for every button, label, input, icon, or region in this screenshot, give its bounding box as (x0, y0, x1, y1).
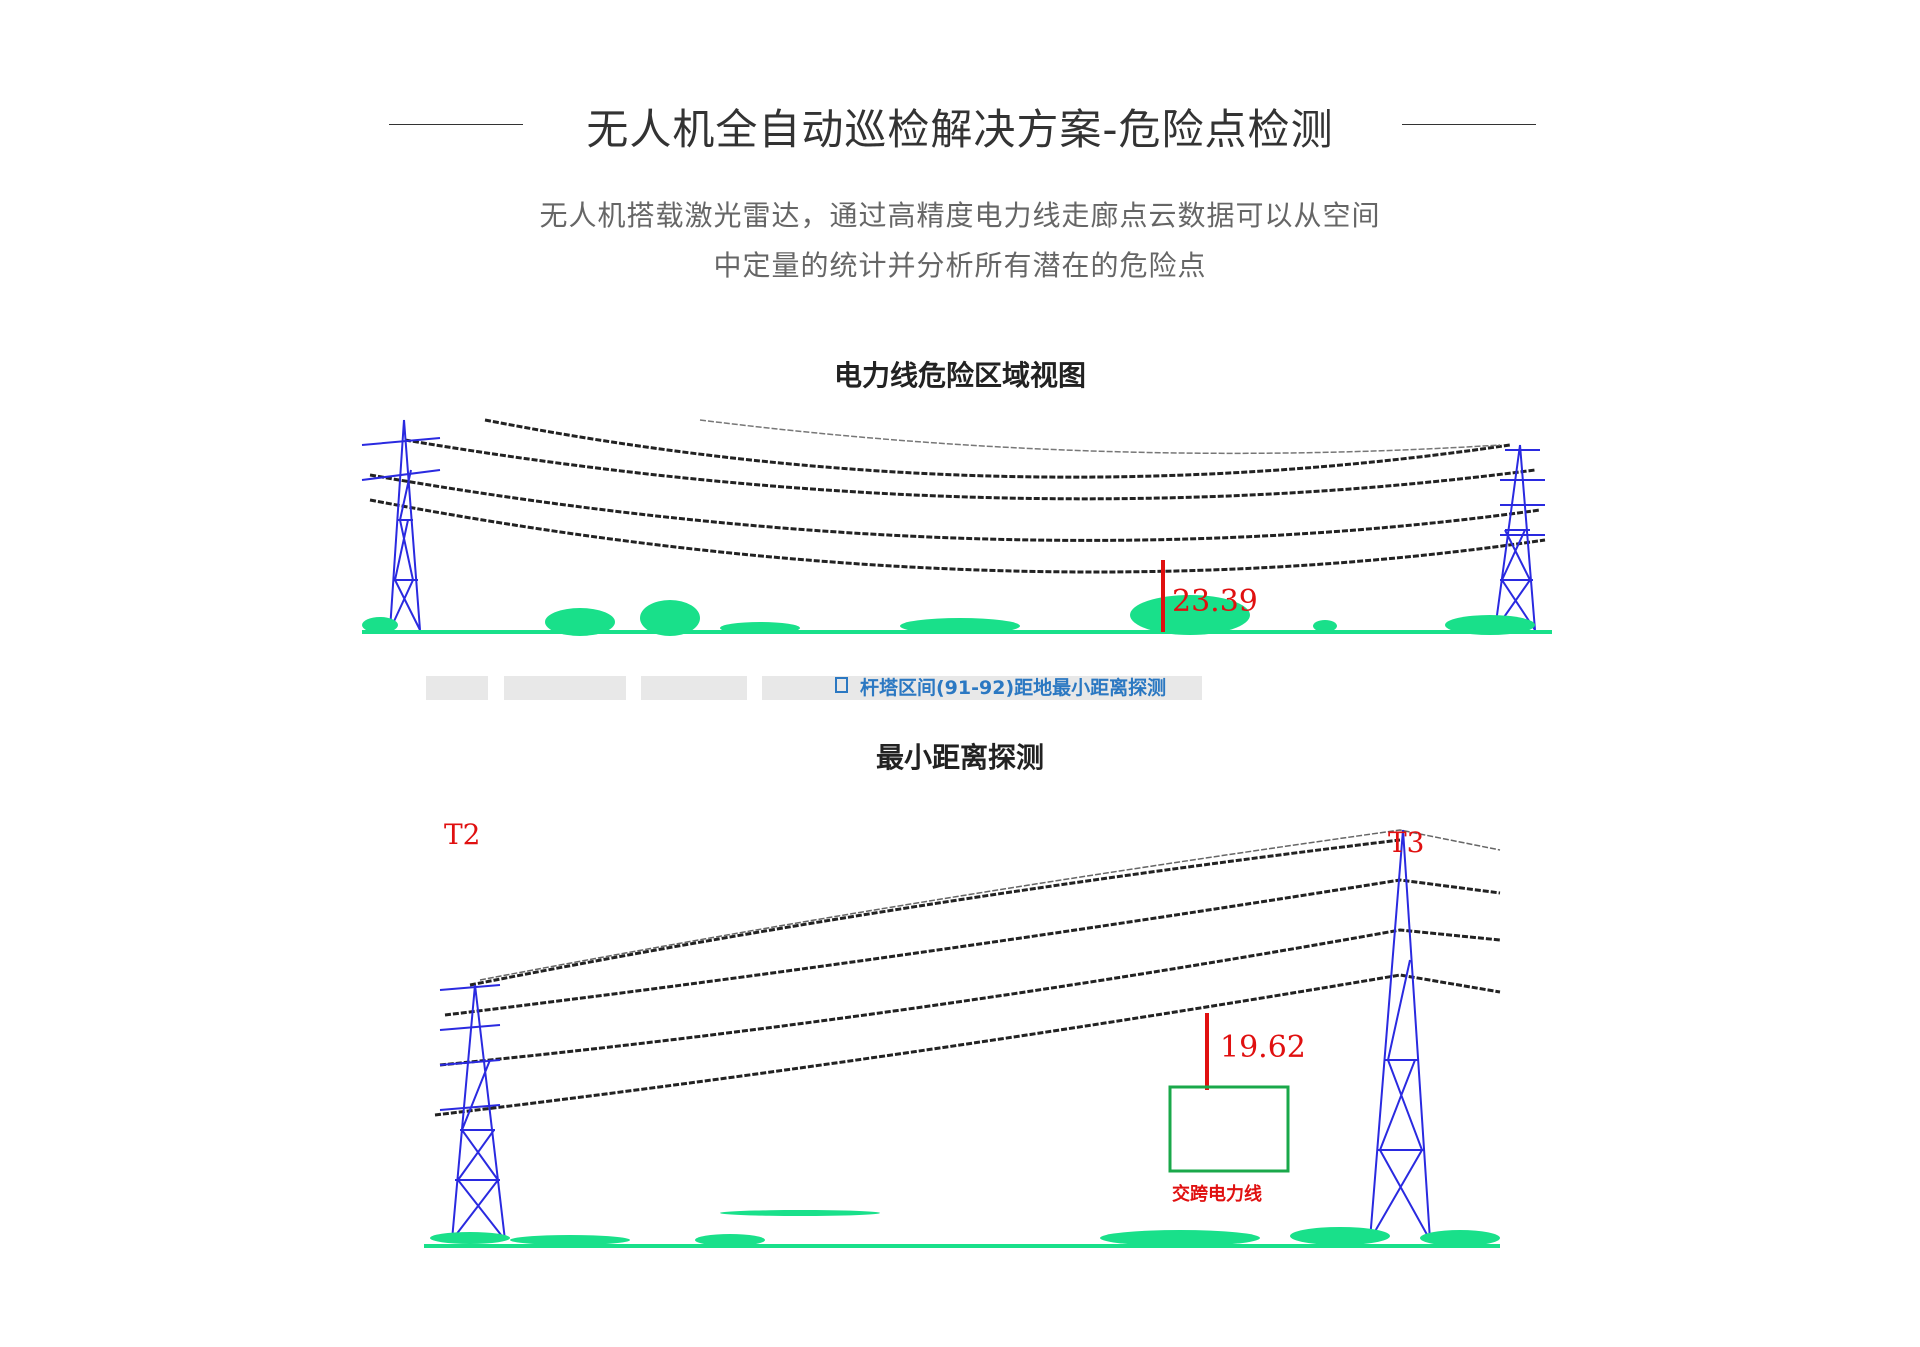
tower-left-fig1 (361, 419, 441, 631)
tower-label-t2: T2 (444, 818, 481, 851)
tower-right-fig1 (1494, 444, 1545, 631)
checkbox-icon (835, 677, 848, 693)
distance-label-fig1: 23.39 (1172, 584, 1258, 619)
subtitle-line-1: 无人机搭载激光雷达，通过高精度电力线走廊点云数据可以从空间 (539, 199, 1381, 232)
tab-bar: 杆塔区间(91-92)距地最小距离探测 (426, 676, 1202, 700)
figure1-title: 电力线危险区域视图 (833, 359, 1086, 392)
tab-label: 杆塔区间(91-92)距地最小距离探测 (860, 676, 1166, 699)
crossing-line-box (1168, 1085, 1290, 1173)
tower-left-fig2 (439, 984, 506, 1241)
subtitle-line-2: 中定量的统计并分析所有潜在的危险点 (713, 249, 1207, 282)
figure2-diagram: 19.62 交跨电力线 T2 T3 (424, 818, 1501, 1248)
power-lines (369, 418, 1546, 574)
tower-right-fig2 (1369, 829, 1431, 1241)
distance-label-fig2: 19.62 (1220, 1030, 1306, 1065)
title-rule-left (389, 124, 523, 125)
figure1-diagram: 23.39 杆塔区间(91-92)距地最小距离探测 (361, 418, 1552, 700)
title-rule-right (1402, 124, 1536, 125)
tower-label-t3: T3 (1388, 826, 1425, 859)
page-title: 无人机全自动巡检解决方案-危险点检测 (586, 105, 1334, 154)
crossing-line-label: 交跨电力线 (1172, 1183, 1262, 1205)
power-lines-fig2 (434, 829, 1501, 1117)
figure2-title: 最小距离探测 (875, 741, 1044, 774)
vegetation-fig2 (424, 1210, 1500, 1248)
vegetation-fig1 (362, 595, 1552, 636)
